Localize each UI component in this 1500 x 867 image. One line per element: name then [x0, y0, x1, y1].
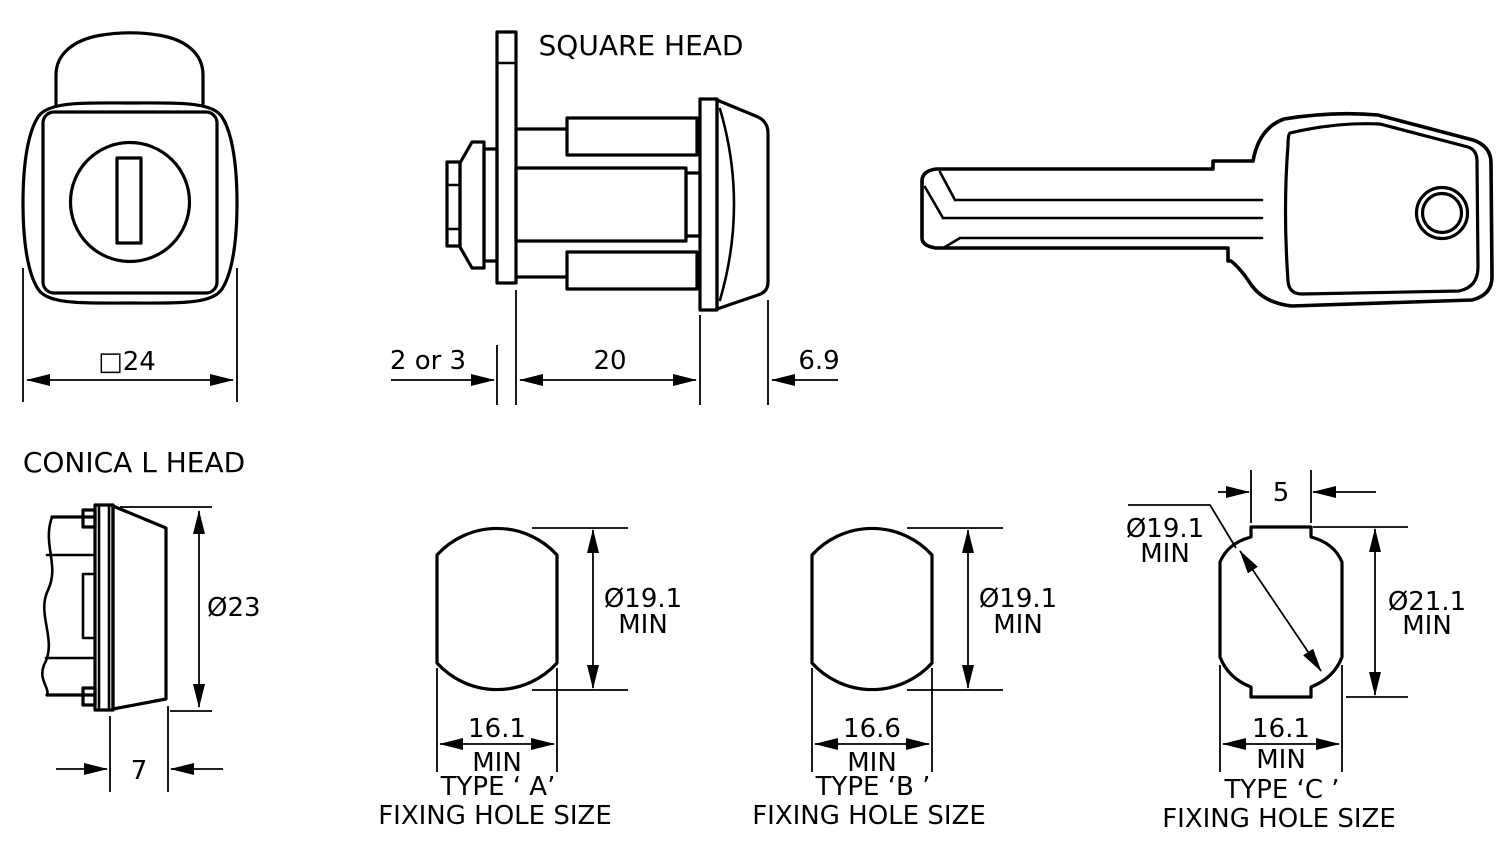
hole-c-type-label: TYPE ‘C ’ [1223, 775, 1339, 805]
head-profile [715, 98, 770, 311]
hole-a-caption: FIXING HOLE SIZE [378, 801, 612, 831]
hole-a-width-min: MIN [472, 748, 522, 778]
rear-nut-outer [445, 160, 462, 248]
break-line [41, 515, 54, 697]
bezel-plate [698, 97, 719, 312]
hole-b-type-label: TYPE ‘B ’ [815, 772, 931, 802]
hole-c-width-dim: 16.1 [1252, 714, 1310, 744]
barrel [514, 166, 688, 243]
key-view [920, 111, 1494, 308]
barrel-step [684, 171, 702, 238]
dim-body-length: 20 [593, 346, 626, 376]
hole-c-caption: FIXING HOLE SIZE [1162, 804, 1396, 834]
dim-head-diameter: Ø23 [207, 593, 261, 623]
conical-head-title: CONICA L HEAD [23, 446, 245, 479]
hole-c-width-min: MIN [1256, 745, 1306, 775]
hole-c-shape [1218, 525, 1344, 699]
hole-a-height-dim: Ø19.1 [604, 584, 682, 614]
rear-nut-mid [458, 140, 486, 270]
hole-b-height-min: MIN [993, 610, 1043, 640]
rear-collar [482, 147, 499, 263]
square-head-view: SQUARE HEAD 2 or 3 20 6.9 [390, 29, 840, 405]
key-hole-outer [1414, 185, 1470, 241]
fixing-hole-type-a: Ø19.1 MIN 16.1 MIN TYPE ‘ A’ FIXING HOLE… [378, 526, 682, 831]
key-hole-inner [1420, 191, 1464, 235]
keyway-slot [115, 156, 143, 245]
hole-b-shape [810, 526, 934, 692]
lock-face-square [41, 110, 219, 295]
hole-b-width-min: MIN [847, 748, 897, 778]
dim-head-depth: 6.9 [798, 346, 839, 376]
dim-cam-thickness: 2 or 3 [390, 346, 466, 376]
dim-square-24: □24 [98, 347, 156, 377]
plug-rect [81, 572, 97, 640]
lock-dome-outline [54, 31, 205, 106]
key-tip-chamfer [943, 236, 962, 249]
hole-a-height-min: MIN [618, 610, 668, 640]
hole-a-width-dim: 16.1 [468, 714, 526, 744]
key-outline [920, 111, 1494, 308]
hole-b-width-dim: 16.6 [843, 714, 901, 744]
key-head-inner-outline [1283, 122, 1480, 296]
diagonal-diameter-arrow [1239, 550, 1322, 672]
square-head-title: SQUARE HEAD [539, 29, 744, 62]
hole-c-height-dim: Ø21.1 [1388, 587, 1466, 617]
cylinder-circle [68, 140, 192, 264]
hole-c-top-flat-dim: 5 [1273, 478, 1290, 508]
leader-line [1128, 504, 1237, 549]
key-tip-chamfer [923, 185, 945, 220]
hole-c-diag-dim: Ø19.1 [1126, 514, 1204, 544]
front-view: □24 [21, 31, 239, 402]
fixing-hole-type-b: Ø19.1 MIN 16.6 MIN TYPE ‘B ’ FIXING HOLE… [752, 526, 1057, 831]
lock-bezel-outline [21, 101, 239, 305]
hole-b-height-dim: Ø19.1 [979, 584, 1057, 614]
top-clip [565, 116, 699, 157]
hole-c-diag-min: MIN [1140, 539, 1190, 569]
cam-lever [495, 30, 518, 285]
key-tip-chamfer [938, 170, 957, 202]
hole-a-shape [435, 526, 559, 692]
hole-b-caption: FIXING HOLE SIZE [752, 801, 986, 831]
conical-head-view: CONICA L HEAD Ø23 7 [23, 446, 261, 792]
conical-head-profile [111, 504, 168, 711]
head-face-arc [718, 107, 736, 302]
fixing-hole-type-c: Ø19.1 MIN 5 Ø21.1 MIN 16.1 MIN TYPE ‘C ’… [1126, 470, 1466, 834]
bottom-clip [565, 250, 699, 291]
hole-c-height-min: MIN [1402, 611, 1452, 641]
dim-head-depth: 7 [131, 756, 148, 786]
hole-a-type-label: TYPE ‘ A’ [440, 772, 556, 802]
